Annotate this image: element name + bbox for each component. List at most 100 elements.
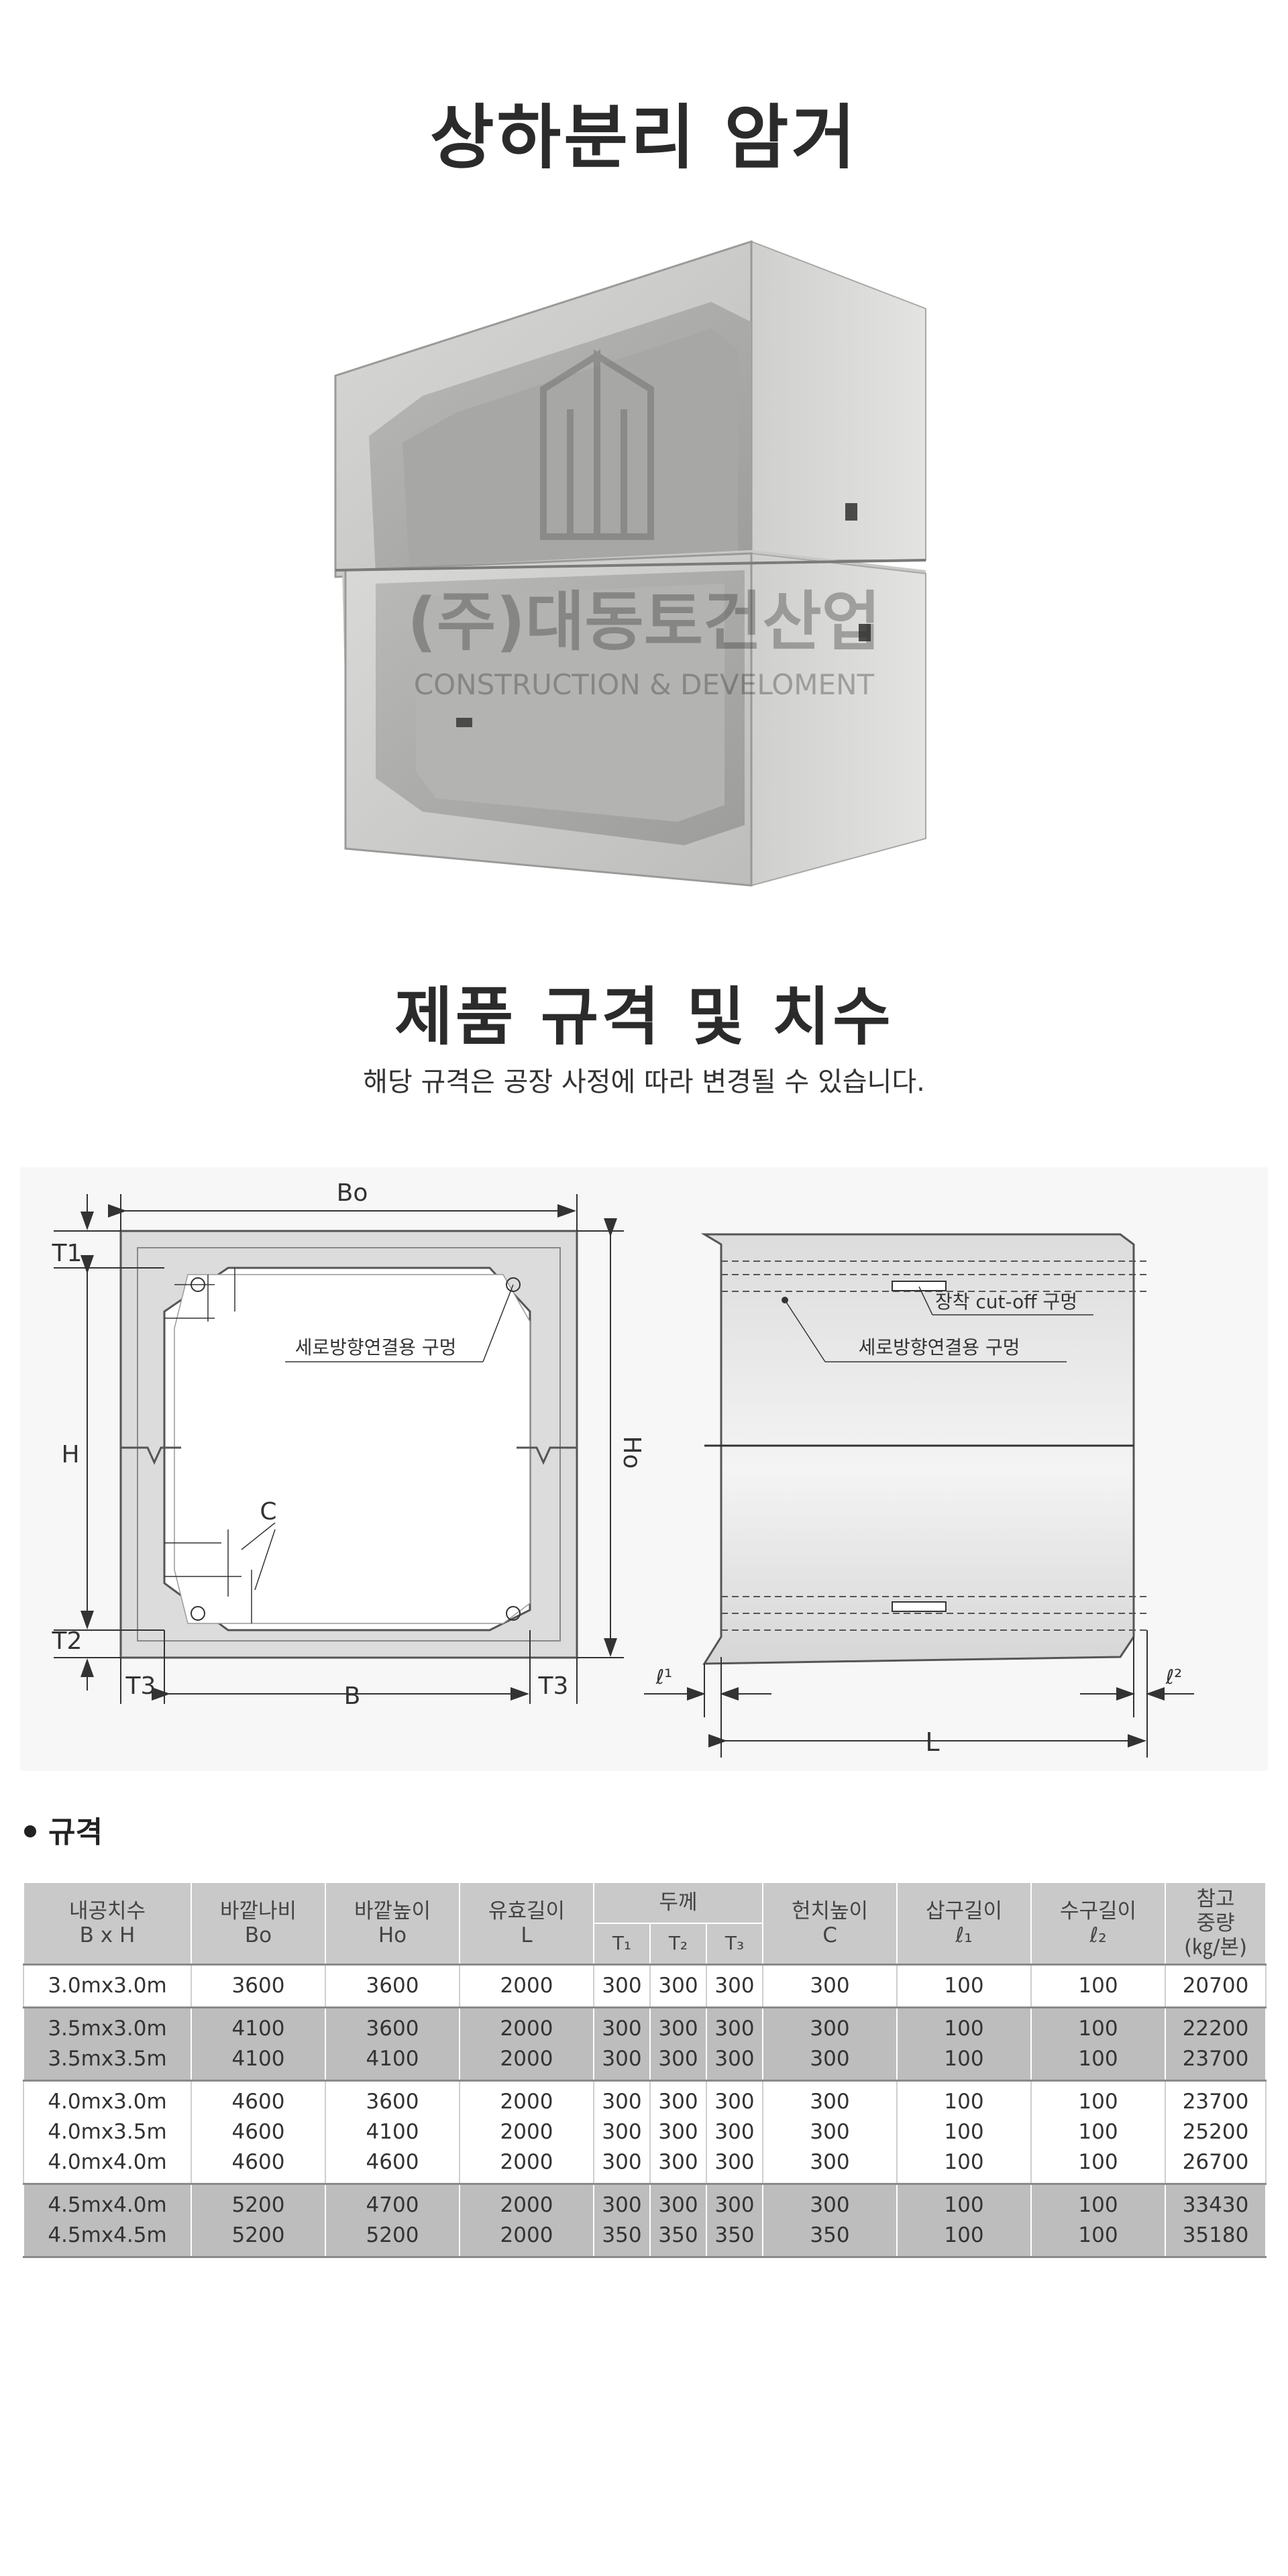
cell-outer-height: 4100: [325, 2117, 460, 2147]
cell-outer-height: 4100: [325, 2044, 460, 2081]
cell-weight: 25200: [1165, 2117, 1267, 2147]
cell-t3: 300: [705, 1964, 764, 2008]
culvert-product-image: (주)대동토건산업 CONSTRUCTION & DEVELOMENT: [334, 239, 926, 887]
cell-t2: 300: [649, 2080, 707, 2117]
cell-outer-height: 5200: [325, 2220, 460, 2257]
cell-haunch: 350: [762, 2220, 898, 2257]
label-l1: ℓ¹: [655, 1666, 672, 1689]
cell-inner: 4.0mx3.5m: [23, 2117, 192, 2147]
cell-outer-height: 3600: [325, 2007, 460, 2044]
dimension-drawing: Bo T1 H Ho T2 T3 B T3 C 세로방향연결용 구멍 장착 cu…: [20, 1167, 1268, 1771]
label-b: B: [344, 1682, 361, 1710]
cell-spigot: 100: [896, 2007, 1032, 2044]
cell-inner: 3.0mx3.0m: [23, 1964, 192, 2008]
cell-inner: 4.0mx3.0m: [23, 2080, 192, 2117]
col-t3: T₃: [705, 1922, 764, 1966]
label-cutoff: 장착 cut-off 구멍: [935, 1291, 1077, 1313]
label-t3-right: T3: [538, 1672, 569, 1700]
label-l: L: [925, 1727, 939, 1757]
cell-t1: 300: [593, 1964, 651, 2008]
cell-inner: 4.5mx4.0m: [23, 2184, 192, 2220]
cell-t2: 300: [649, 2184, 707, 2220]
cell-outer-height: 3600: [325, 2080, 460, 2117]
cell-haunch: 300: [762, 2117, 898, 2147]
label-t2: T2: [52, 1627, 83, 1655]
cell-t1: 300: [593, 2080, 651, 2117]
cell-effective-length: 2000: [459, 2220, 594, 2257]
section-subtitle: 해당 규격은 공장 사정에 따라 변경될 수 있습니다.: [363, 1067, 925, 1097]
page-title: 상하분리 암거: [429, 97, 859, 178]
hole-icon: [506, 1277, 521, 1292]
cell-inner: 4.0mx4.0m: [23, 2147, 192, 2184]
cell-outer-height: 3600: [325, 1964, 460, 2008]
cell-outer-width: 4600: [191, 2080, 326, 2117]
cell-effective-length: 2000: [459, 2184, 594, 2220]
cell-t1: 300: [593, 2117, 651, 2147]
side-view: 장착 cut-off 구멍 세로방향연결용 구멍 L ℓ¹ ℓ²: [644, 1233, 1194, 1758]
cell-t3: 300: [705, 2080, 764, 2117]
cell-weight: 20700: [1165, 1964, 1267, 2008]
label-t1: T1: [52, 1240, 83, 1267]
label-t3-left: T3: [125, 1672, 156, 1700]
table-subheader-row: T₁ T₂ T₃: [23, 1922, 1266, 1966]
cell-outer-width: 4100: [191, 2044, 326, 2081]
cell-t3: 300: [705, 2044, 764, 2081]
cell-inner: 3.5mx3.0m: [23, 2007, 192, 2044]
cell-outer-height: 4600: [325, 2147, 460, 2184]
watermark-tagline: CONSTRUCTION & DEVELOMENT: [414, 668, 875, 701]
cell-t3: 300: [705, 2147, 764, 2184]
cell-t2: 300: [649, 2044, 707, 2081]
cell-socket: 100: [1030, 2147, 1167, 2184]
cell-spigot: 100: [896, 2117, 1032, 2147]
cell-weight: 26700: [1165, 2147, 1267, 2184]
label-hole-side: 세로방향연결용 구멍: [859, 1336, 1020, 1358]
cell-socket: 100: [1030, 2007, 1167, 2044]
cell-spigot: 100: [896, 2147, 1032, 2184]
spec-heading-text: 규격: [48, 1815, 103, 1849]
cell-outer-height: 4700: [325, 2184, 460, 2220]
cell-haunch: 300: [762, 2044, 898, 2081]
cell-socket: 100: [1030, 2220, 1167, 2257]
cell-socket: 100: [1030, 2117, 1167, 2147]
front-view: Bo T1 H Ho T2 T3 B T3 C 세로방향연결용 구멍: [52, 1179, 645, 1710]
company-logo-watermark: (주)대동토건산업 CONSTRUCTION & DEVELOMENT: [407, 349, 881, 701]
cell-t1: 300: [593, 2147, 651, 2184]
watermark-company: (주)대동토건산업: [407, 584, 881, 659]
cell-weight: 23700: [1165, 2044, 1267, 2081]
label-hole-front: 세로방향연결용 구멍: [295, 1336, 457, 1358]
cell-haunch: 300: [762, 2147, 898, 2184]
cell-weight: 23700: [1165, 2080, 1267, 2117]
bullet-icon: [24, 1825, 36, 1837]
cell-haunch: 300: [762, 1964, 898, 2008]
cell-t1: 300: [593, 2044, 651, 2081]
cell-effective-length: 2000: [459, 2044, 594, 2081]
cell-inner: 4.5mx4.5m: [23, 2220, 192, 2257]
cell-t2: 300: [649, 2007, 707, 2044]
spec-heading: 규격: [24, 1808, 103, 1851]
label-h: H: [61, 1441, 79, 1468]
cell-effective-length: 2000: [459, 2080, 594, 2117]
cell-spigot: 100: [896, 2184, 1032, 2220]
cell-effective-length: 2000: [459, 2117, 594, 2147]
cell-spigot: 100: [896, 2044, 1032, 2081]
cell-outer-width: 5200: [191, 2184, 326, 2220]
label-l2: ℓ²: [1165, 1666, 1182, 1689]
cell-haunch: 300: [762, 2184, 898, 2220]
cell-effective-length: 2000: [459, 2147, 594, 2184]
hole-icon: [191, 1606, 205, 1621]
section-title: 제품 규격 및 치수: [394, 981, 894, 1054]
cell-t1: 300: [593, 2007, 651, 2044]
